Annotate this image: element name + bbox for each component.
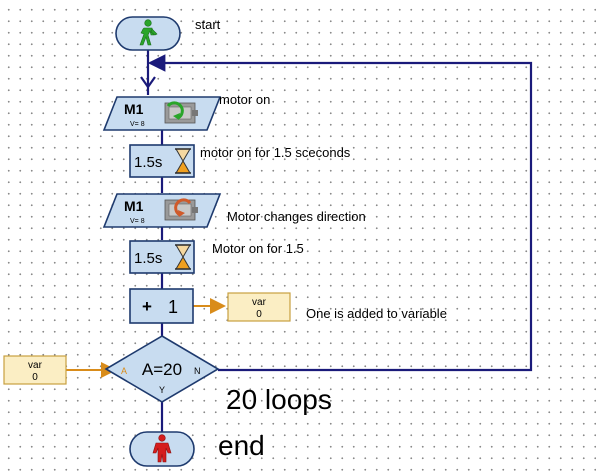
flow-loop-back [147,54,533,372]
wait-2-block[interactable]: 1.5s [129,240,195,274]
motor-output-label: M1 [124,101,144,117]
start-comment: start [195,17,221,32]
wait-2-comment: Motor on for 1.5 [212,241,304,256]
flow-junction-arrow [140,76,156,89]
branch-block[interactable]: A=20 A N Y [104,335,220,403]
motor-reverse-output-label: M1 [124,198,144,214]
motor-icon [164,101,198,124]
end-comment: end [218,430,265,461]
add-operator: + [142,297,152,316]
motor-reverse-block[interactable]: M1 V= 8 [102,193,222,228]
variable-block-left[interactable]: var 0 [3,355,67,385]
motor-reverse-icon [164,198,198,221]
var-right-name: var [252,297,267,308]
hourglass-icon [175,244,191,270]
hourglass-icon [175,148,191,174]
motor-speed-label: V= 8 [130,121,145,128]
wait-1-comment: motor on for 1.5 sceconds [200,145,351,160]
var-left-value: 0 [32,372,38,383]
branch-port-a: A [121,366,127,376]
green-walking-man-icon [139,19,158,46]
add-block[interactable]: + 1 [129,288,194,324]
start-block[interactable] [115,16,181,51]
motor-on-comment: motor on [219,92,271,107]
wait-1-time: 1.5s [134,154,162,171]
branch-port-y: Y [159,385,165,395]
variable-block-right[interactable]: var 0 [227,292,291,322]
branch-comment: 20 loops [226,384,332,415]
end-block[interactable] [129,431,195,467]
add-comment: One is added to variable [306,306,447,321]
motor-reverse-comment: Motor changes direction [227,209,366,224]
branch-condition: A=20 [142,360,182,379]
wait-1-block[interactable]: 1.5s [129,144,195,178]
var-right-value: 0 [256,309,262,320]
wait-2-time: 1.5s [134,250,162,267]
branch-port-n: N [194,366,201,376]
add-value: 1 [168,297,178,317]
motor-reverse-speed-label: V= 8 [130,218,145,225]
motor-on-block[interactable]: M1 V= 8 [102,96,222,131]
red-standing-man-icon [152,434,172,463]
var-left-name: var [28,360,43,371]
